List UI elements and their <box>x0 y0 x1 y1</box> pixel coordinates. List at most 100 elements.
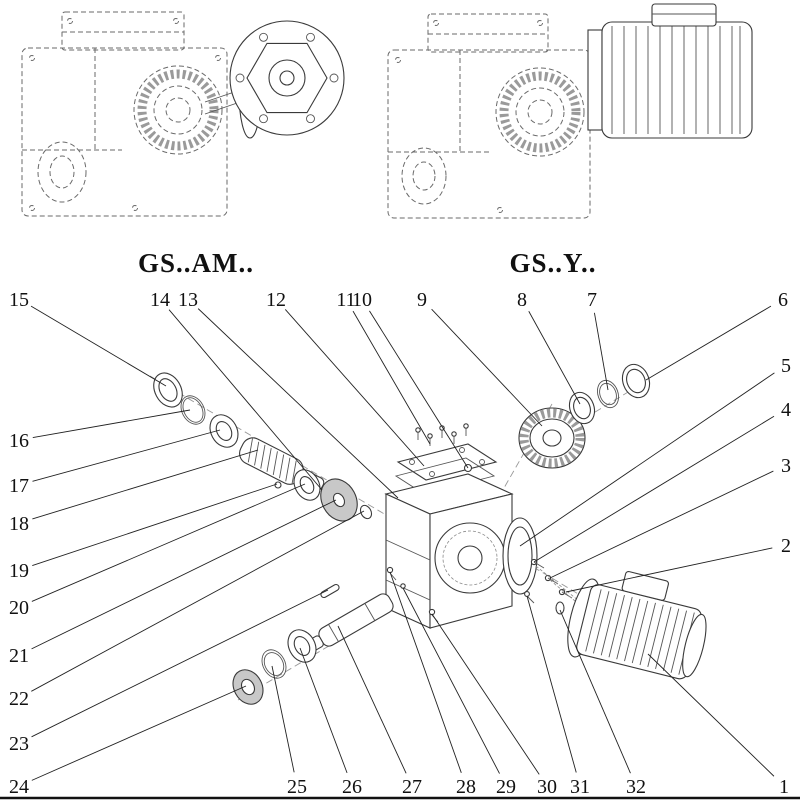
gearbox-y-body-outline-shape <box>387 49 591 219</box>
leader-line-22 <box>31 510 365 692</box>
part-cover-plate-12-shape <box>409 459 415 465</box>
part-motor-1-fins-shape <box>631 600 649 664</box>
leader-line-8 <box>528 311 581 405</box>
callout-number-31: 31 <box>570 776 590 798</box>
leader-line-32 <box>559 609 631 774</box>
gearbox-am-body-outline-shape <box>165 97 191 123</box>
motor-y-terminal-box <box>651 3 717 27</box>
part-motor-1-fins-shape <box>662 608 680 671</box>
callout-number-16: 16 <box>9 430 29 452</box>
callout-number-3: 3 <box>781 455 791 477</box>
leader-line-9 <box>431 308 543 427</box>
part-housing-shape <box>442 530 498 586</box>
gearbox-am-body-outline-shape <box>49 155 75 189</box>
leader-line-21 <box>31 499 337 650</box>
motor-y-fins <box>611 26 741 134</box>
part-housing <box>384 473 514 629</box>
leader-line-1 <box>647 653 775 777</box>
gearbox-y-body-outline-shape <box>395 57 401 63</box>
callout-number-1: 1 <box>779 776 789 798</box>
part-cover-plate-12 <box>396 443 498 481</box>
part-bearing-17-shape <box>215 421 233 441</box>
part-circlip-7-shape <box>599 382 617 406</box>
leader-line-5 <box>519 372 775 547</box>
part-ring-6-shape <box>626 368 646 394</box>
part-retaining-ring-16-shape <box>182 397 204 423</box>
callout-number-26: 26 <box>342 776 362 798</box>
part-motor-1-fins-shape <box>616 596 633 660</box>
leader-line-24 <box>31 685 247 781</box>
part-gear-9 <box>518 407 586 469</box>
part-cover-plate-12-shape <box>396 443 498 481</box>
gearbox-am-flange-shape <box>329 73 339 83</box>
leader-line-26 <box>299 647 348 774</box>
leader-line-28 <box>389 571 462 773</box>
leader-line-17 <box>32 429 221 482</box>
gearbox-y-body-outline-shape <box>412 161 436 191</box>
gearbox-am-flange <box>204 20 345 139</box>
callout-number-28: 28 <box>456 776 476 798</box>
variant-label-gs-am: GS..AM.. <box>138 248 254 278</box>
part-gear-9-shape <box>542 429 562 447</box>
callout-number-30: 30 <box>537 776 557 798</box>
callout-number-8: 8 <box>517 289 527 311</box>
part-bolts-31-32-shape <box>524 591 530 597</box>
callout-number-7: 7 <box>587 289 597 311</box>
leader-line-23 <box>31 589 329 738</box>
part-flange-gasket-5-shape <box>507 526 533 586</box>
gearbox-am-body-outline-shape <box>67 18 73 24</box>
part-motor-1-shape <box>682 613 707 678</box>
part-flange-gasket-5 <box>502 517 538 595</box>
callout-number-25: 25 <box>287 776 307 798</box>
motor-y <box>587 3 753 139</box>
leader-line-11 <box>352 310 431 445</box>
part-worm-shaft-18-shape <box>266 448 272 472</box>
part-washer-8 <box>568 391 596 425</box>
exploded-view <box>149 363 707 705</box>
part-motor-1-fins-shape <box>639 602 656 666</box>
callout-number-17: 17 <box>9 475 29 497</box>
gearbox-am-drawing <box>21 11 345 217</box>
part-circlip-7-shape <box>597 379 619 409</box>
gearbox-y-body-outline <box>387 13 591 219</box>
part-retaining-ring-16 <box>180 395 206 425</box>
callout-number-9: 9 <box>417 289 427 311</box>
callout-number-29: 29 <box>496 776 516 798</box>
part-bearing-17 <box>209 414 239 448</box>
gearbox-am-flange-shape <box>259 114 268 124</box>
callout-number-4: 4 <box>781 399 791 421</box>
part-bolts-2-3-4 <box>530 558 601 623</box>
gearbox-y-body-outline-shape <box>427 13 549 53</box>
part-bearing-20 <box>293 469 321 501</box>
leader-line-31 <box>526 595 577 773</box>
gearbox-am-body-outline-shape <box>61 11 185 51</box>
part-disc-21-shape <box>332 492 346 508</box>
part-motor-1-fins-shape <box>600 593 618 656</box>
gearbox-am-flange-shape <box>235 73 245 83</box>
part-bolts-31-32-shape <box>555 601 565 615</box>
part-motor-1-fins-shape <box>608 595 625 658</box>
part-ring-22 <box>359 504 373 520</box>
leader-line-18 <box>32 449 259 520</box>
leader-line-6 <box>645 305 772 381</box>
gearbox-am-body-outline-shape <box>173 18 179 24</box>
callout-number-22: 22 <box>9 688 29 710</box>
gearbox-y-body-outline-shape <box>527 99 553 125</box>
leader-line-29 <box>402 587 500 774</box>
callout-number-32: 32 <box>626 776 646 798</box>
motor-y-shape <box>601 21 753 139</box>
gearbox-am-body-outline-shape <box>29 55 35 61</box>
gearbox-am-body-outline-shape <box>153 85 203 135</box>
leader-line-27 <box>337 625 407 774</box>
callout-number-23: 23 <box>9 733 29 755</box>
gearbox-y-body-outline-shape <box>433 20 439 26</box>
gearbox-am-flange-shape <box>306 32 315 42</box>
variant-label-gs-y: GS..Y.. <box>509 248 596 278</box>
part-motor-1-terminal-box <box>621 570 669 601</box>
part-key-23 <box>320 583 340 599</box>
leader-line-4 <box>533 415 775 563</box>
motor-y-shape <box>587 29 603 131</box>
leader-line-14 <box>168 309 323 491</box>
callout-number-11: 11 <box>336 289 355 311</box>
